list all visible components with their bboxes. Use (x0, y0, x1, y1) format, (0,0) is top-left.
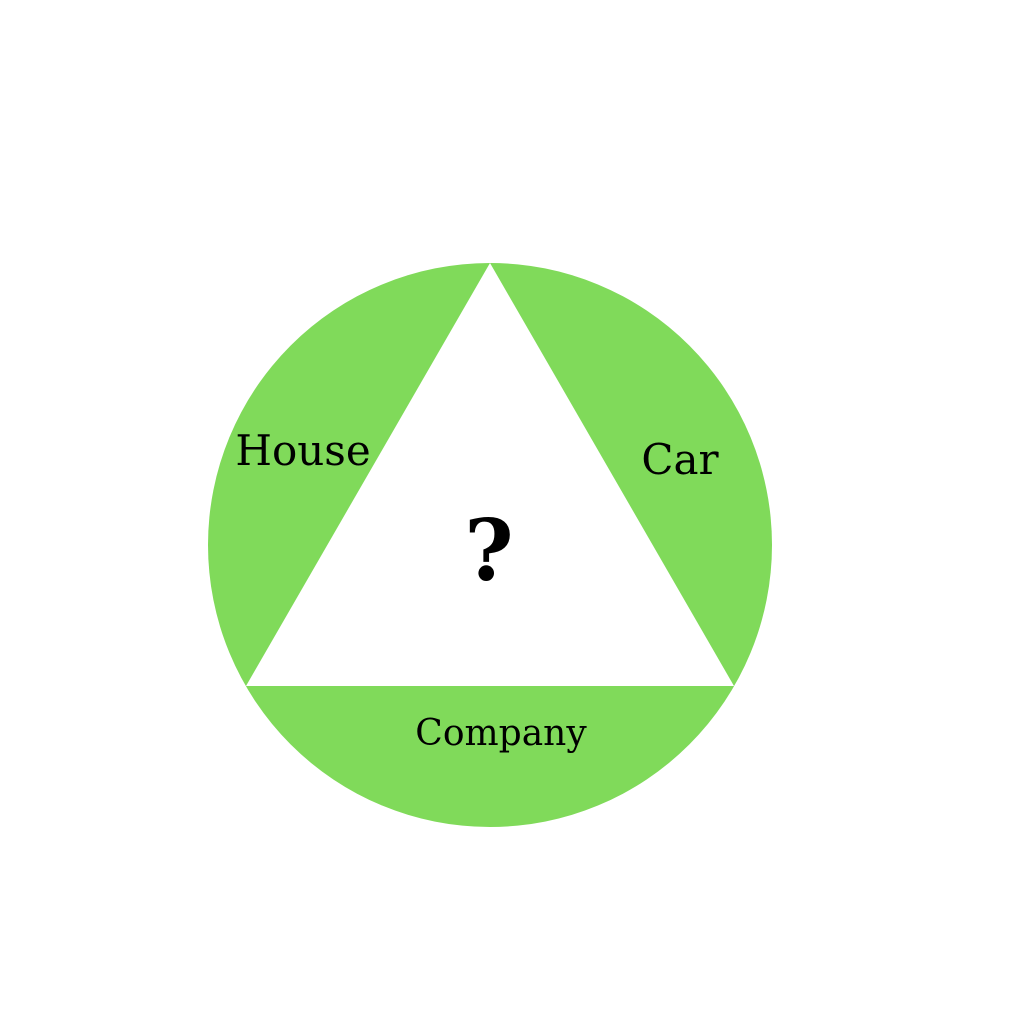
segment-label-car: Car (641, 435, 719, 484)
center-question-mark: ? (464, 501, 513, 600)
segment-label-company: Company (415, 713, 587, 754)
center-triangle (246, 263, 734, 686)
segment-label-house: House (235, 426, 370, 475)
